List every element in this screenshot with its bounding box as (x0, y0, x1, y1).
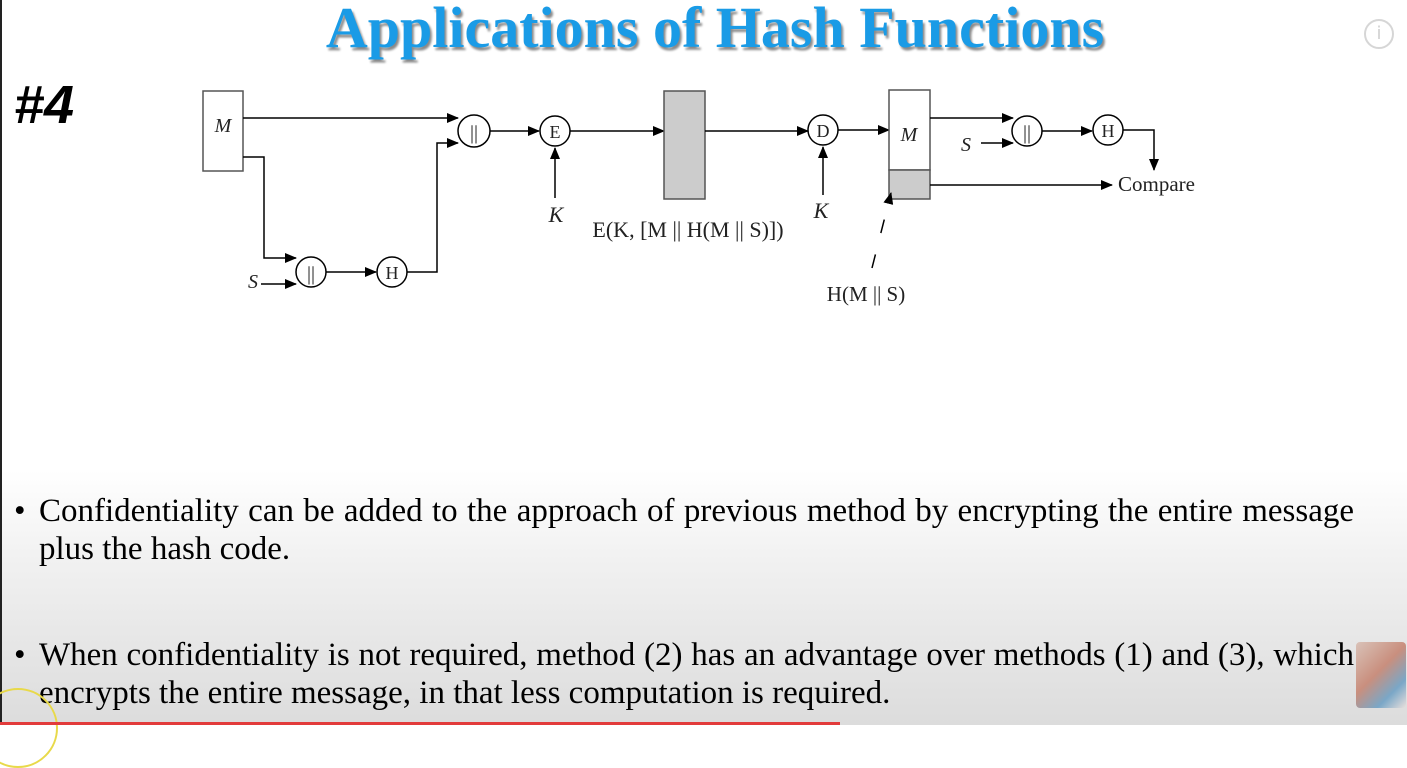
ciphertext-box (663, 90, 706, 200)
slide-number: #4 (14, 75, 75, 135)
bullet-text-2: When confidentiality is not required, me… (39, 637, 1354, 711)
bullet-item-2: • When confidentiality is not required, … (14, 636, 1354, 712)
secret-label-receiver: S (961, 134, 971, 156)
bullet-dot: • (14, 493, 26, 529)
slide-title: Applications of Hash Functions (325, 0, 1105, 60)
secret-label-sender: S (248, 271, 258, 293)
decrypt-label: D (817, 121, 830, 141)
ciphertext-label: E(K, [M || H(M || S)]) (592, 217, 783, 242)
message-label-source: M (214, 115, 233, 137)
presenter-avatar[interactable] (1356, 642, 1406, 708)
arrow-hash-to-compare (1123, 129, 1159, 171)
key-label-encrypt: K (548, 202, 565, 227)
arrow-hash-to-concat (407, 138, 459, 273)
concat-label-top: || (470, 122, 478, 144)
pointer-received-hash (871, 192, 894, 269)
hash-label-lower: H (386, 263, 399, 283)
message-box-received (888, 89, 931, 171)
hash-application-diagram: M S || H || E K E(K, [M || H(M || S)]) D… (202, 89, 1195, 306)
concat-label-lower: || (307, 263, 315, 285)
video-progress-bar[interactable] (0, 722, 840, 725)
arrow-m-to-lower-concat (243, 156, 297, 263)
key-label-decrypt: K (813, 198, 830, 223)
message-box-source (202, 90, 244, 172)
bullet-text-1: Confidentiality can be added to the appr… (39, 493, 1354, 567)
bullet-dot: • (14, 637, 26, 673)
bullet-item-1: • Confidentiality can be added to the ap… (14, 492, 1354, 568)
message-label-received: M (900, 124, 919, 146)
concat-label-receiver: || (1023, 122, 1031, 144)
info-icon[interactable]: i (1364, 19, 1394, 49)
received-hash-label: H(M || S) (827, 282, 905, 306)
slide-left-border (0, 0, 2, 725)
hash-label-receiver: H (1102, 121, 1115, 141)
encrypt-label: E (550, 122, 561, 142)
compare-label: Compare (1118, 172, 1195, 196)
received-hash-box (888, 169, 931, 200)
